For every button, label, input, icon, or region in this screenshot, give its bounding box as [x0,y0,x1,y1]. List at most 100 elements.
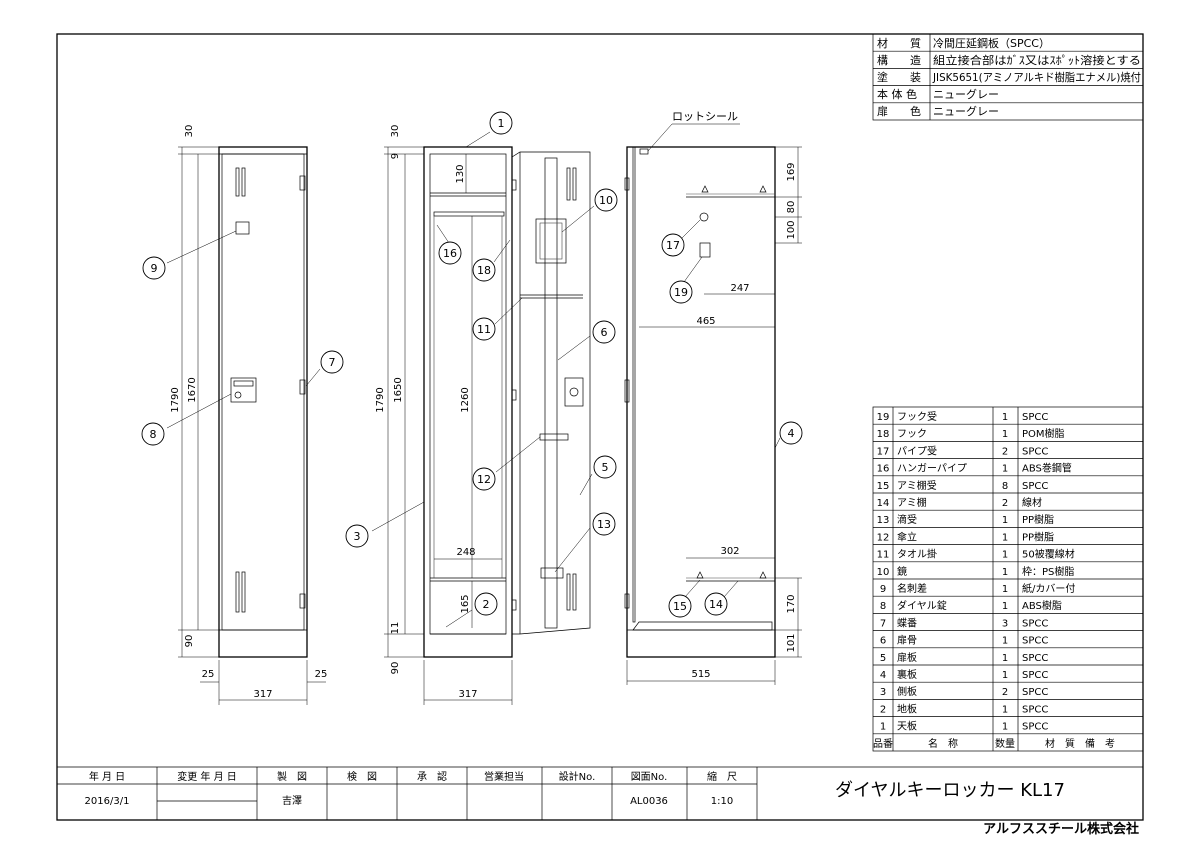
callout-circle-17 [661,233,685,257]
date-value: 2016/3/1 [85,796,130,807]
dim-mid-1790: 1790 [375,387,386,412]
spec-key-body-color: 本 体 色 [877,87,917,101]
part-row-9-mat: 紙/カバー付 [1022,582,1075,595]
dim-mid-9: 9 [390,153,401,159]
callout-circle-7 [320,350,344,374]
part-row-13-no: 13 [877,515,890,526]
dim-mid-90: 90 [390,662,401,675]
dim-side-169: 169 [786,162,797,181]
dim-side-302: 302 [720,546,739,557]
approved-label: 承 認 [417,770,447,783]
part-row-1-qty: 1 [1002,722,1008,733]
dim-side-465: 465 [696,316,715,327]
callout-13: 13 [597,518,611,531]
callout-circle-1 [489,111,513,135]
spec-key-door-color: 扉 色 [877,104,921,118]
card-holder-icon [235,221,250,235]
part-row-16-name: ハンガーパイプ [897,463,967,475]
drawn-label: 製 図 [277,770,307,783]
spec-value-door-color: ニューグレー [933,104,999,118]
dim-mid-1260: 1260 [460,387,471,412]
part-row-3-no: 3 [880,687,886,698]
part-row-10-no: 10 [877,567,890,578]
callout-circle-13 [592,512,616,536]
callout-circle-6 [592,320,616,344]
part-row-12-mat: PP樹脂 [1022,530,1054,543]
spec-value-body-color: ニューグレー [933,87,999,101]
callout-12: 12 [477,473,491,486]
callout-3: 3 [354,530,361,543]
dim-front-90: 90 [184,635,195,648]
part-row-3-name: 側板 [897,685,917,698]
interior-view: 30 9 130 1790 1650 1260 248 165 11 90 31… [375,125,591,705]
callout-10: 10 [599,194,613,207]
part-row-4-qty: 1 [1002,670,1008,681]
part-row-8-name: ダイヤル錠 [897,599,947,612]
scale-label: 縮 尺 [707,770,737,783]
part-row-10-name: 鏡 [897,565,907,578]
part-row-12-qty: 1 [1002,532,1008,543]
callout-circle-10 [594,188,618,212]
dim-mid-30: 30 [390,125,401,138]
part-row-15-qty: 8 [1002,481,1008,492]
scale-value: 1:10 [711,796,733,807]
date-label: 年 月 日 [89,770,125,783]
part-row-13-name: 滴受 [897,513,917,526]
dim-mid-317: 317 [458,689,477,700]
dim-side-247: 247 [730,283,749,294]
callout-circle-11 [472,317,496,341]
part-row-15-name: アミ棚受 [897,479,937,492]
callout-circle-4 [779,421,803,445]
dim-side-80: 80 [786,201,797,214]
part-row-12-no: 12 [877,532,890,543]
callout-15: 15 [673,600,687,613]
callout-5: 5 [602,461,609,474]
part-row-4-no: 4 [880,670,886,681]
dim-mid-165: 165 [460,594,471,613]
part-row-18-mat: POM樹脂 [1022,427,1065,440]
part-row-11-mat: 50被覆線材 [1022,548,1075,561]
mirror-icon [535,218,567,264]
part-row-2-name: 地板 [897,702,917,715]
part-row-1-no: 1 [880,722,886,733]
part-row-17-mat: SPCC [1022,446,1048,457]
dim-front-30: 30 [184,125,195,138]
revision-label: 変更 年 月 日 [177,770,237,783]
part-row-6-mat: SPCC [1022,636,1048,647]
part-row-3-mat: SPCC [1022,687,1048,698]
part-row-8-qty: 1 [1002,601,1008,612]
part-row-6-qty: 1 [1002,636,1008,647]
maker-logo: アルフススチール株式会社 [983,821,1139,837]
callout-18: 18 [477,264,491,277]
callout-17: 17 [666,239,680,252]
design-no-label: 設計No. [559,770,596,783]
part-row-19-name: フック受 [897,411,937,423]
callout-6: 6 [601,326,608,339]
dim-mid-130: 130 [455,164,466,183]
checked-label: 検 図 [347,770,377,783]
spec-key-coating: 塗 装 [877,70,921,84]
dim-front-1670: 1670 [187,377,198,402]
part-row-7-qty: 3 [1002,618,1008,629]
callout-circle-14 [704,592,728,616]
parts-header-name: 名 称 [928,737,958,750]
part-row-4-name: 裏板 [897,668,917,681]
part-row-9-qty: 1 [1002,584,1008,595]
part-row-17-no: 17 [877,446,890,457]
dim-front-317: 317 [253,689,272,700]
part-row-19-qty: 1 [1002,412,1008,423]
spec-value-structure: 組立接合部はｶﾞｽ又はｽﾎﾟｯﾄ溶接とする [933,53,1141,67]
dim-front-25-right: 25 [315,669,328,680]
callout-7: 7 [329,356,336,369]
callout-circle-19 [669,280,693,304]
part-row-18-qty: 1 [1002,429,1008,440]
part-row-5-qty: 1 [1002,653,1008,664]
part-row-17-qty: 2 [1002,446,1008,457]
spec-value-coating: JISK5651(アミノアルキド樹脂エナメル)焼付 [932,70,1141,84]
part-row-3-qty: 2 [1002,687,1008,698]
part-row-15-mat: SPCC [1022,481,1048,492]
part-row-6-name: 扉骨 [897,634,917,647]
callout-circle-8 [141,422,165,446]
callout-1: 1 [498,117,505,130]
callout-2: 2 [483,598,490,611]
